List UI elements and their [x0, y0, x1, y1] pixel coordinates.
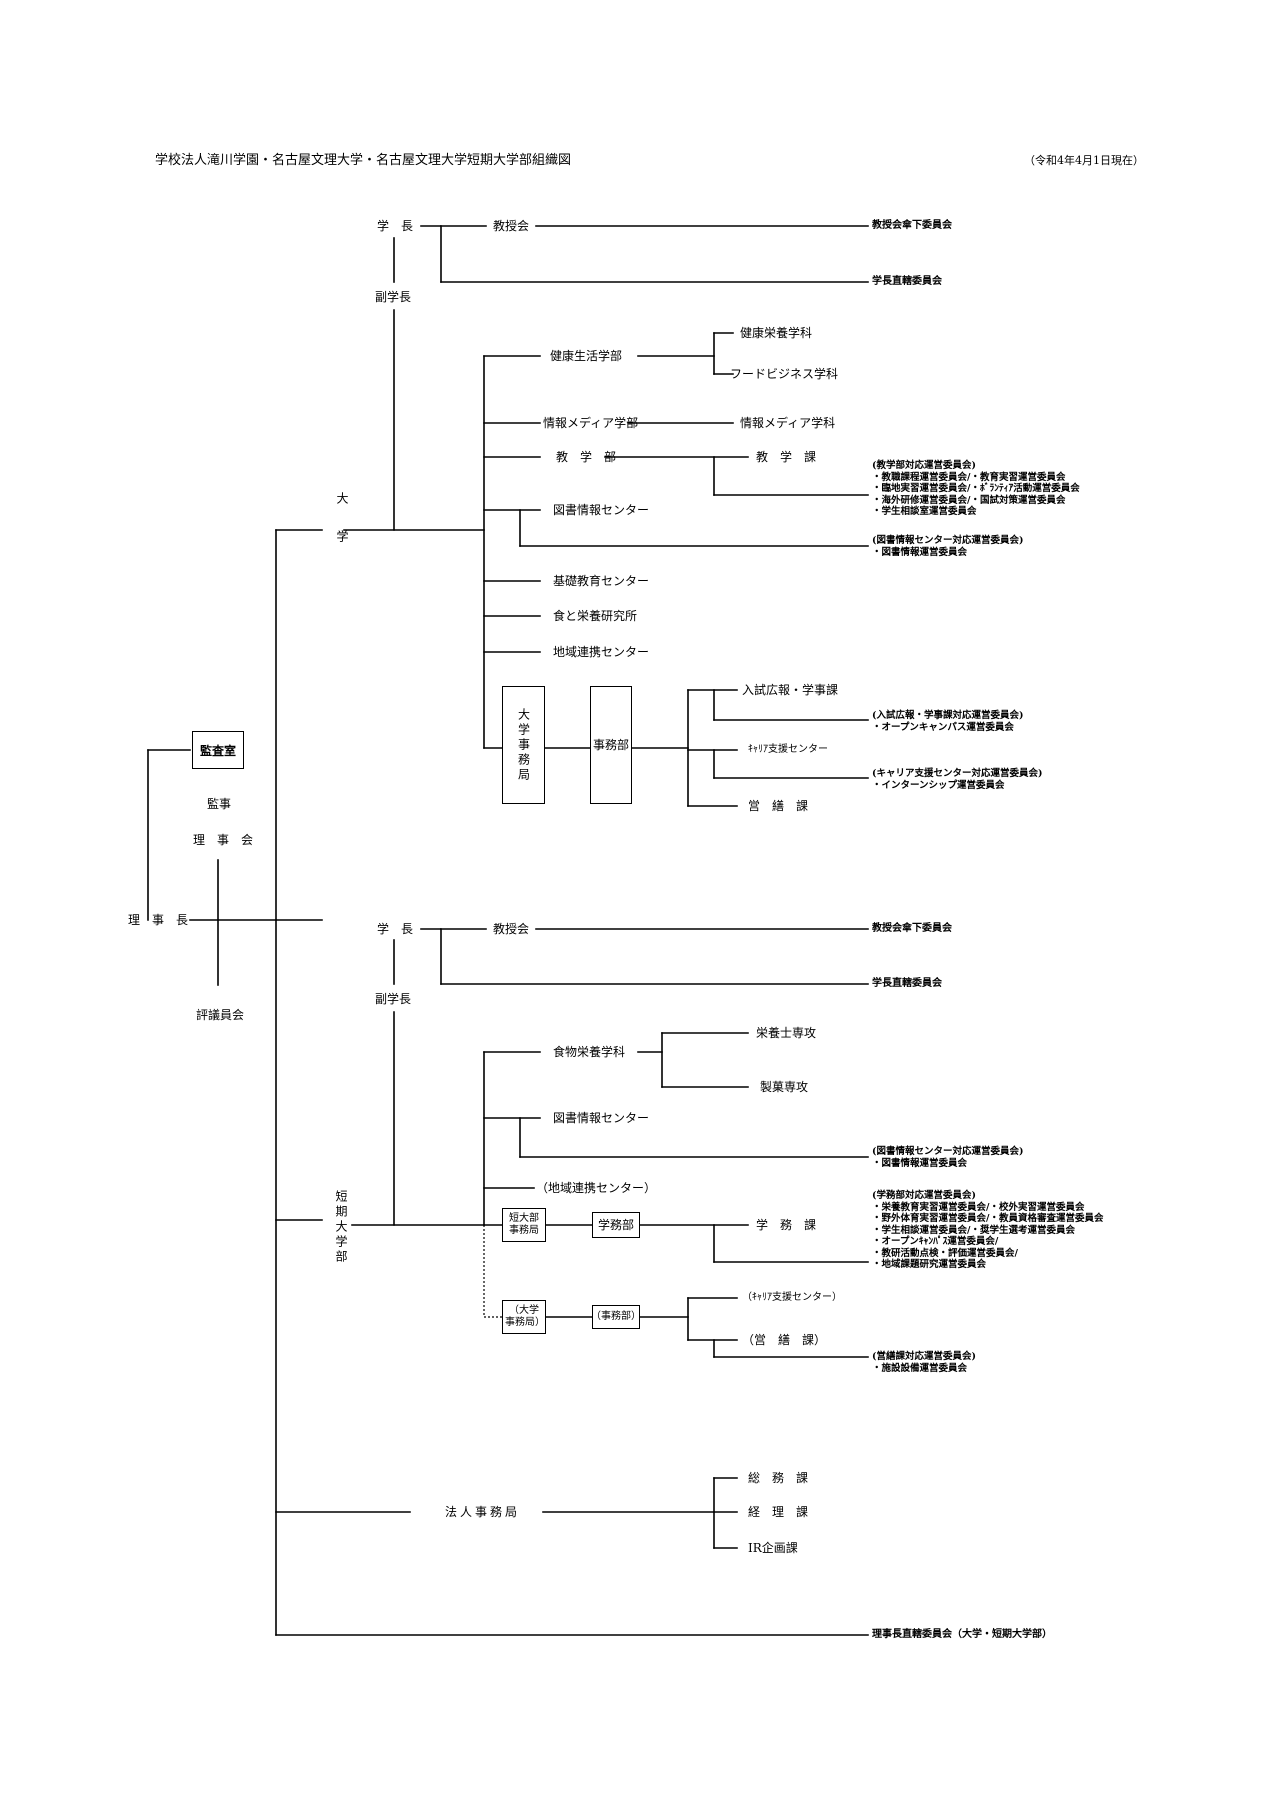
academic-division: 教 学 部: [556, 450, 617, 464]
chairman-committees: 理事長直轄委員会（大学・短期大学部）: [872, 1629, 1052, 1640]
food-nutrition-dept: 食物栄養学科: [553, 1045, 626, 1059]
univ-office-bureau-label: 大学事務局: [516, 707, 531, 783]
audit-office-label: 監査室: [199, 743, 236, 758]
career-committee-1: ・インターンシップ運営委員会: [872, 779, 1005, 791]
general-affairs-section: 総 務 課: [748, 1471, 809, 1485]
facilities-committees: (営繕課対応運営委員会) ・施設設備運営委員会: [872, 1351, 976, 1374]
univ-facilities-section: 営 繕 課: [748, 799, 809, 813]
univ-library: 図書情報センター: [553, 503, 650, 517]
page-title: 学校法人滝川学園・名古屋文理大学・名古屋文理大学短期大学部組織図: [155, 153, 572, 168]
career-committee-0: (キャリア支援センター対応運営委員会): [872, 768, 1043, 779]
univ-vice-president: 副学長: [375, 290, 412, 304]
media-dept: 情報メディア学科: [740, 416, 836, 430]
academic-affairs-label: 学務部: [597, 1218, 634, 1232]
jc-library-committee-1: ・図書情報運営委員会: [872, 1157, 968, 1169]
corporate-office: 法人事務局: [445, 1505, 521, 1519]
jc-faculty-council: 教授会: [493, 922, 530, 936]
academic-committee-2: ・臨地実習運営委員会/・ﾎﾞﾗﾝﾃｨｱ活動運営委員会: [872, 483, 1080, 494]
food-nutrition-lab: 食と栄養研究所: [553, 609, 638, 623]
aa-committee-4: ・オープンｷｬﾝﾊﾟｽ運営委員会/: [872, 1236, 999, 1247]
health-faculty: 健康生活学部: [550, 349, 623, 363]
ir-planning-section: IR企画課: [748, 1541, 798, 1555]
admissions-committees: (入試広報・学事課対応運営委員会) ・オープンキャンパス運営委員会: [872, 710, 1024, 733]
univ-office-dept-box: 事務部: [590, 686, 632, 804]
univ-faculty-council: 教授会: [493, 219, 530, 233]
facilities-committee-0: (営繕課対応運営委員会): [872, 1351, 976, 1362]
jc-faculty-council-committees: 教授会傘下委員会: [872, 923, 952, 934]
univ-community-center: 地域連携センター: [553, 645, 650, 659]
univ-office-dept-label: 事務部: [592, 738, 629, 752]
facilities-committee-1: ・施設設備運営委員会: [872, 1362, 968, 1374]
univ-faculty-council-committees: 教授会傘下委員会: [872, 220, 952, 231]
admissions-section: 入試広報・学事課: [742, 683, 839, 697]
career-committees: (キャリア支援センター対応運営委員会) ・インターンシップ運営委員会: [872, 768, 1043, 791]
university-label: 大学: [335, 492, 349, 568]
aa-committee-1: ・栄養教育実習運営委員会/・校外実習運営委員会: [872, 1201, 1085, 1213]
univ-library-committee-0: (図書情報センター対応運営委員会): [872, 535, 1024, 546]
accounting-section: 経 理 課: [748, 1505, 809, 1519]
confectionery-major: 製菓専攻: [760, 1080, 809, 1094]
aa-committee-0: (学務部対応運営委員会): [872, 1190, 976, 1201]
aa-committee-5: ・教研活動点検・評価運営委員会/: [872, 1247, 1018, 1259]
jc-president: 学 長: [377, 922, 414, 936]
univ-library-committee-1: ・図書情報運営委員会: [872, 546, 968, 558]
univ-career-center: ｷｬﾘｱ支援センター: [748, 744, 828, 755]
jc-univ-office-box: （事務部）: [591, 1305, 641, 1329]
academic-section: 教 学 課: [756, 450, 817, 464]
admissions-committee-1: ・オープンキャンパス運営委員会: [872, 721, 1014, 733]
jc-president-committees: 学長直轄委員会: [872, 978, 942, 989]
jc-library: 図書情報センター: [553, 1111, 650, 1125]
aa-committee-6: ・地域課題研究運営委員会: [872, 1259, 987, 1270]
media-faculty: 情報メディア学部: [543, 416, 639, 430]
jc-vice-president: 副学長: [375, 992, 412, 1006]
jc-bureau-label: 短大部事務局: [509, 1213, 539, 1236]
jc-library-committees: (図書情報センター対応運営委員会) ・図書情報運営委員会: [872, 1146, 1024, 1169]
aa-committee-3: ・学生相談運営委員会/・奨学生選考運営委員会: [872, 1224, 1075, 1236]
jc-facilities-section: （営 繕 課）: [742, 1333, 827, 1347]
aa-committee-2: ・野外体育実習運営委員会/・教員資格審査運営委員会: [872, 1213, 1104, 1224]
jc-univ-bureau-box: （大学事務局）: [502, 1300, 546, 1334]
jc-univ-office-label: （事務部）: [591, 1311, 641, 1322]
academic-committee-0: (教学部対応運営委員会): [872, 460, 976, 471]
academic-affairs-box: 学務部: [592, 1212, 640, 1238]
academic-committee-3: ・海外研修運営委員会/・国試対策運営委員会: [872, 494, 1066, 506]
academic-affairs-section: 学 務 課: [756, 1218, 817, 1232]
jc-career-center: （ｷｬﾘｱ支援センター）: [742, 1292, 842, 1303]
jc-bureau-box: 短大部事務局: [502, 1208, 546, 1242]
academic-committees: (教学部対応運営委員会) ・教職課程運営委員会/・教育実習運営委員会 ・臨地実習…: [872, 460, 1080, 518]
nutrition-dept: 健康栄養学科: [740, 326, 813, 340]
academic-committee-4: ・学生相談室運営委員会: [872, 506, 977, 517]
as-of-date: （令和4年4月1日現在）: [1024, 154, 1144, 167]
dietitian-major: 栄養士専攻: [756, 1026, 817, 1040]
univ-president: 学 長: [377, 219, 414, 233]
univ-office-bureau-box: 大学事務局: [502, 686, 545, 804]
basic-education-center: 基礎教育センター: [553, 574, 650, 588]
academic-committee-1: ・教職課程運営委員会/・教育実習運営委員会: [872, 471, 1066, 483]
board-label: 理 事 会: [193, 833, 254, 847]
admissions-committee-0: (入試広報・学事課対応運営委員会): [872, 710, 1024, 721]
univ-president-committees: 学長直轄委員会: [872, 276, 942, 287]
univ-library-committees: (図書情報センター対応運営委員会) ・図書情報運営委員会: [872, 535, 1024, 558]
food-business-dept: フードビジネス学科: [730, 367, 839, 381]
audit-office-box: 監査室: [192, 731, 244, 769]
jc-library-committee-0: (図書情報センター対応運営委員会): [872, 1146, 1024, 1157]
chairman-label: 理 事 長: [128, 913, 189, 927]
council-label: 評議員会: [196, 1008, 245, 1022]
auditor-label: 監事: [207, 797, 232, 811]
academic-affairs-committees: (学務部対応運営委員会) ・栄養教育実習運営委員会/・校外実習運営委員会 ・野外…: [872, 1190, 1103, 1271]
jc-univ-bureau-label: （大学事務局）: [505, 1305, 545, 1328]
jc-community-center: （地域連携センター）: [536, 1181, 657, 1195]
junior-college-label: 短期大学部: [334, 1190, 348, 1265]
